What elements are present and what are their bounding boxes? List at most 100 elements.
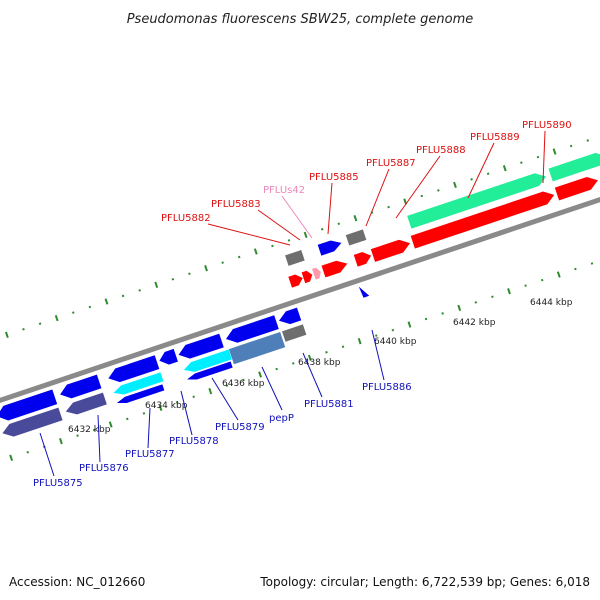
tick-mark-upper <box>586 139 590 142</box>
tick-mark-upper <box>237 255 241 259</box>
tick-mark-upper <box>437 189 440 192</box>
genome-tracks <box>0 139 600 461</box>
genome-title: Pseudomonas fluorescens SBW25, complete … <box>127 12 474 27</box>
cds-arrow-red <box>370 239 412 263</box>
cds-arrow-blue <box>278 306 302 325</box>
label-leader-line <box>261 366 283 411</box>
accession-text: Accession: NC_012660 <box>9 575 145 589</box>
tick-mark-upper <box>569 144 573 148</box>
label-leader-line <box>97 414 101 463</box>
tick-mark-lower <box>424 317 428 321</box>
cds-arrow-blue <box>107 354 161 383</box>
tick-mark-lower <box>108 421 113 428</box>
tick-mark-upper <box>38 322 42 325</box>
tick-mark-lower <box>491 295 494 299</box>
gene-label-reverse: PFLU5886 <box>362 382 412 393</box>
tick-mark-lower <box>441 312 444 315</box>
tick-mark-upper <box>204 265 208 272</box>
cds-arrow-blue <box>115 383 166 404</box>
cds-arrow-red <box>287 273 304 289</box>
tick-mark-lower <box>9 454 14 461</box>
tick-mark-lower <box>391 328 395 332</box>
cds-arrow-red <box>300 270 313 284</box>
tick-mark-lower <box>556 271 561 278</box>
tick-mark-lower <box>142 412 146 415</box>
gene-feature-grey <box>282 324 307 342</box>
cds-arrow-blue <box>225 314 280 344</box>
tick-mark-upper <box>72 311 75 314</box>
gene-arrow-blue <box>316 239 343 257</box>
tick-mark-lower <box>192 395 195 398</box>
tick-mark-lower <box>374 334 378 337</box>
gene-label-reverse: PFLU5879 <box>215 422 265 433</box>
tick-mark-upper <box>138 289 141 292</box>
scale-label: 6436 kbp <box>222 379 265 389</box>
scale-label: 6432 kbp <box>68 425 111 435</box>
tick-mark-upper <box>536 155 540 159</box>
tick-mark-upper <box>320 228 324 231</box>
tick-mark-upper <box>520 161 523 164</box>
gene-arrow-cyan <box>112 371 165 396</box>
tick-mark-lower <box>574 267 577 271</box>
tick-mark-lower <box>76 434 79 437</box>
tick-mark-lower <box>275 367 278 371</box>
ncrna-arrow-pink <box>311 266 322 281</box>
tick-mark-lower <box>474 301 478 304</box>
tick-mark-upper <box>470 178 473 181</box>
scale-label: 6444 kbp <box>530 298 573 308</box>
track-group <box>0 139 600 461</box>
gene-label-reverse: PFLU5875 <box>33 478 83 489</box>
gene-feature-grey <box>285 250 305 266</box>
tick-mark-upper <box>486 172 490 176</box>
tick-mark-lower <box>59 437 63 445</box>
tick-mark-lower <box>26 450 30 454</box>
genome-backbone <box>0 177 600 423</box>
tick-mark-upper <box>303 231 308 239</box>
tick-mark-lower <box>225 384 229 387</box>
tick-mark-lower <box>307 354 312 362</box>
label-leader-line <box>395 155 441 219</box>
tick-mark-upper <box>104 298 109 305</box>
gene-label-forward: PFLU5885 <box>309 172 359 183</box>
label-leader-line <box>257 209 301 241</box>
cds-arrow-red <box>320 260 349 279</box>
gene-label-forward: PFLU5889 <box>470 132 520 143</box>
tick-mark-upper <box>287 239 291 242</box>
cds-arrow-blue <box>158 348 179 366</box>
tick-mark-lower <box>242 378 245 382</box>
tick-mark-upper <box>4 331 9 338</box>
ncrna-marker <box>358 286 370 298</box>
tick-mark-lower <box>208 388 213 395</box>
label-leader-line <box>39 432 55 477</box>
gene-arrow-green <box>547 152 600 183</box>
tick-mark-upper <box>154 281 159 288</box>
label-leader-line <box>542 130 546 184</box>
cds-arrow-red <box>353 251 373 268</box>
scale-label: 6442 kbp <box>453 318 496 328</box>
gene-label-reverse: PFLU5878 <box>169 436 219 447</box>
tick-mark-upper <box>552 148 557 155</box>
tick-mark-upper <box>337 222 341 226</box>
label-leader-line <box>371 329 385 381</box>
tick-mark-upper <box>54 314 59 322</box>
tick-mark-upper <box>221 261 224 264</box>
label-leader-line <box>365 168 390 227</box>
tick-mark-lower <box>92 428 96 432</box>
tick-mark-upper <box>188 272 191 275</box>
tick-mark-upper <box>353 215 358 222</box>
tick-mark-upper <box>22 327 25 331</box>
tick-mark-lower <box>126 417 129 421</box>
tick-mark-lower <box>507 288 511 295</box>
tick-mark-lower <box>258 371 262 378</box>
tick-mark-lower <box>292 362 295 365</box>
gene-arrow-purple <box>1 406 64 438</box>
label-leader-line <box>302 352 323 398</box>
tick-mark-upper <box>253 248 258 255</box>
tick-mark-upper <box>420 194 424 198</box>
tick-mark-upper <box>387 205 390 209</box>
cds-arrow-blue <box>177 332 225 360</box>
gene-feature-grey <box>345 229 367 246</box>
tick-mark-upper <box>502 165 507 172</box>
